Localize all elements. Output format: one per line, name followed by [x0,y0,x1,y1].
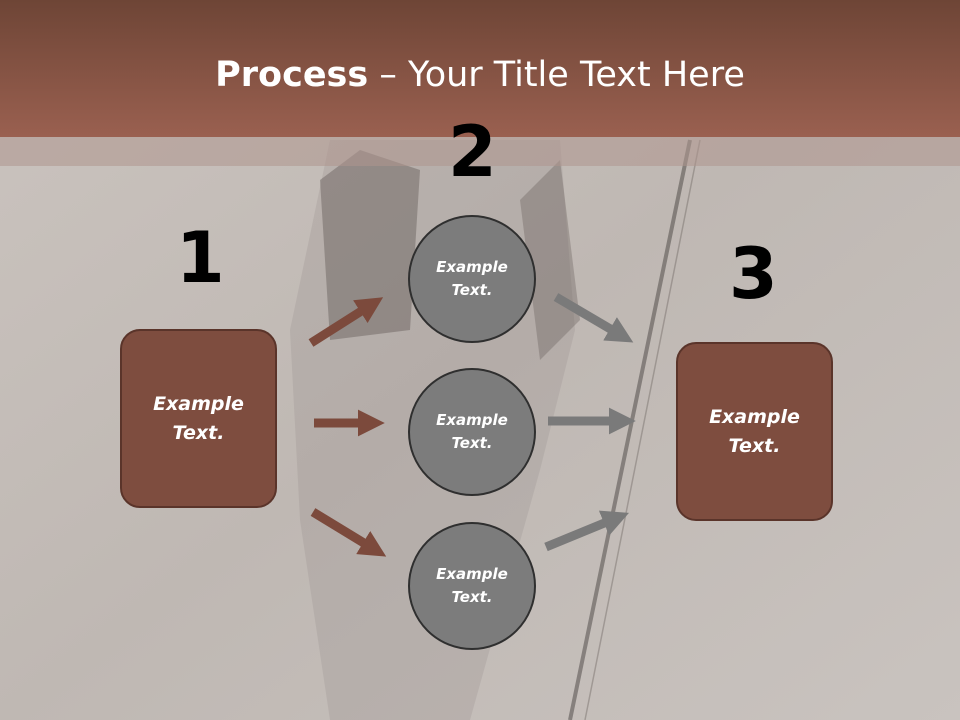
circle-top-text: Example Text. [436,258,508,299]
step-3-box: Example Text. [676,342,833,521]
circle-bottom-text: Example Text. [436,565,508,606]
step-1-box: Example Text. [120,329,277,508]
arrow-1-to-top [308,297,384,347]
arrow-bottom-to-3 [544,510,629,552]
arrow-1-to-bottom [310,508,387,557]
step-2-circle-bottom: Example Text. [408,522,536,650]
step-number-3: 3 [729,233,778,315]
step-number-2: 2 [448,111,497,193]
step-3-text: Example Text. [709,405,800,457]
circle-middle-text: Example Text. [436,411,508,452]
step-2-circle-middle: Example Text. [408,368,536,496]
title-bar-strip [0,137,960,166]
slide-title: Process – Your Title Text Here [0,52,960,98]
step-number-1: 1 [176,217,225,299]
slide-title-bold: Process [215,55,369,95]
slide-title-rest: – Your Title Text Here [368,55,745,95]
title-bar [0,0,960,137]
arrow-top-to-3 [553,293,634,343]
step-2-circle-top: Example Text. [408,215,536,343]
step-1-text: Example Text. [153,392,244,444]
